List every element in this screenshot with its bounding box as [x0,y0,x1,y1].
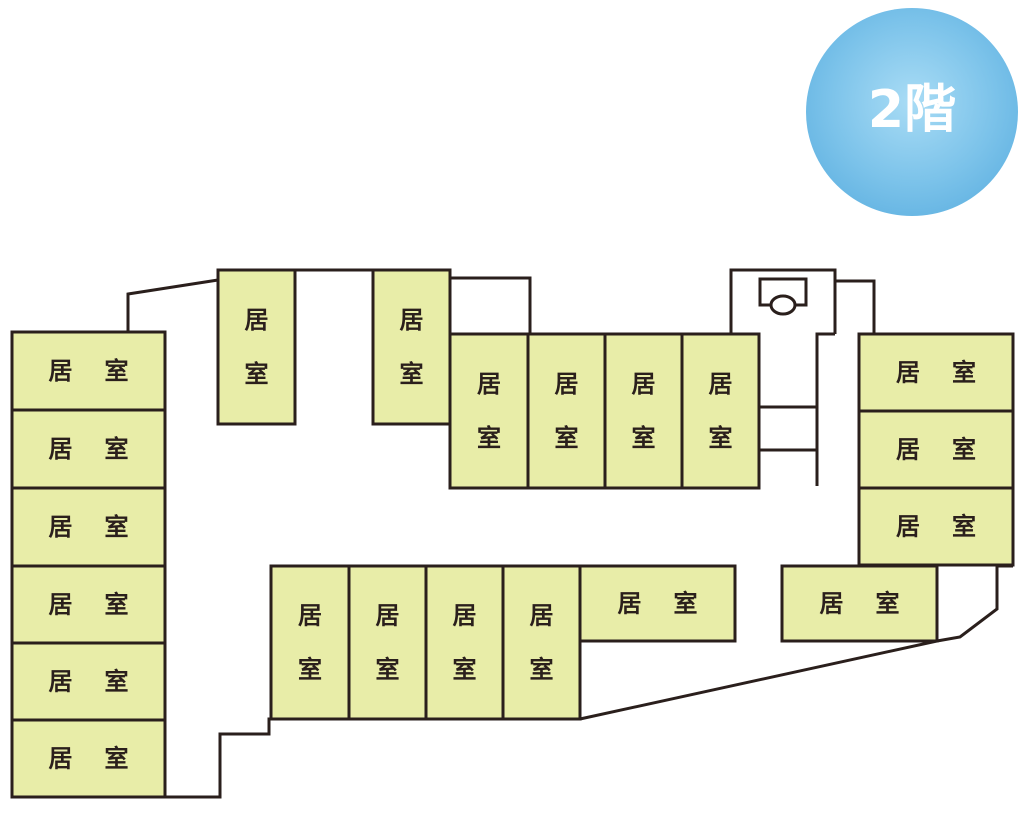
floor-label: 2階 [868,80,956,140]
room-bottom-4: 居室 [501,564,582,721]
room-box [269,564,351,721]
room-box [448,332,530,490]
room-box [371,268,452,426]
room-box [347,564,428,721]
room-box [501,564,582,721]
room-label: 室 [709,424,733,452]
room-box [10,564,167,645]
room-middle-4: 居室 [680,332,761,490]
room-left-6: 居室 [10,718,167,799]
room-label: 居 [49,513,73,541]
room-right-2: 居室 [857,409,1015,490]
room-label: 室 [105,435,129,463]
room-label: 居 [555,370,579,398]
toilet-icon [758,277,808,316]
room-label: 室 [876,590,900,618]
room-label: 室 [674,590,698,618]
room-label: 居 [376,602,400,630]
room-label: 室 [952,359,976,387]
room-label: 室 [105,357,129,385]
room-box [578,564,737,643]
room-left-3: 居室 [10,486,167,568]
room-box [603,332,684,490]
room-label: 室 [632,424,656,452]
room-label: 居 [453,602,477,630]
room-box [10,641,167,722]
room-label: 居 [632,370,656,398]
room-label: 居 [896,513,920,541]
room-left-2: 居室 [10,408,167,490]
room-bottom-5: 居室 [578,564,737,643]
room-top-1: 居室 [216,268,297,426]
walls [126,268,1013,799]
room-bottom-3: 居室 [424,564,505,721]
room-label: 室 [400,360,424,388]
floor-badge: 2階 [806,8,1018,216]
room-label: 居 [896,436,920,464]
room-box [780,564,939,643]
room-middle-2: 居室 [526,332,607,490]
room-box [10,486,167,568]
room-label: 居 [709,370,733,398]
room-label: 居 [49,745,73,773]
rooms: 居室居室居室居室居室居室居室居室居室居室居室居室居室居室居室居室居室居室居室居室… [10,268,1015,799]
room-label: 室 [298,656,322,684]
room-label: 室 [245,360,269,388]
room-label: 居 [49,591,73,619]
room-label: 居 [477,370,501,398]
room-label: 居 [49,357,73,385]
room-left-5: 居室 [10,641,167,722]
room-top-2: 居室 [371,268,452,426]
room-label: 室 [105,513,129,541]
room-right-1: 居室 [857,332,1015,413]
room-label: 居 [530,602,554,630]
room-label: 室 [105,668,129,696]
room-label: 居 [618,590,642,618]
room-label: 室 [105,745,129,773]
room-label: 室 [555,424,579,452]
room-box [857,409,1015,490]
room-label: 室 [477,424,501,452]
room-box [10,330,167,412]
room-bottom-1: 居室 [269,564,351,721]
room-box [526,332,607,490]
room-middle-3: 居室 [603,332,684,490]
room-label: 居 [298,602,322,630]
room-label: 居 [820,590,844,618]
room-label: 室 [105,591,129,619]
room-right-3: 居室 [857,486,1015,567]
room-box [10,718,167,799]
room-middle-1: 居室 [448,332,530,490]
room-bottom-6: 居室 [780,564,939,643]
room-left-1: 居室 [10,330,167,412]
room-left-4: 居室 [10,564,167,645]
room-box [216,268,297,426]
room-box [680,332,761,490]
room-label: 室 [952,436,976,464]
room-box [10,408,167,490]
room-box [857,486,1015,567]
room-bottom-2: 居室 [347,564,428,721]
room-label: 居 [400,306,424,334]
room-label: 居 [49,435,73,463]
room-label: 居 [245,306,269,334]
room-label: 室 [530,656,554,684]
room-box [424,564,505,721]
room-label: 居 [896,359,920,387]
room-label: 室 [952,513,976,541]
room-box [857,332,1015,413]
watercolor-circle [806,8,1018,216]
room-label: 室 [376,656,400,684]
room-label: 居 [49,668,73,696]
room-label: 室 [453,656,477,684]
